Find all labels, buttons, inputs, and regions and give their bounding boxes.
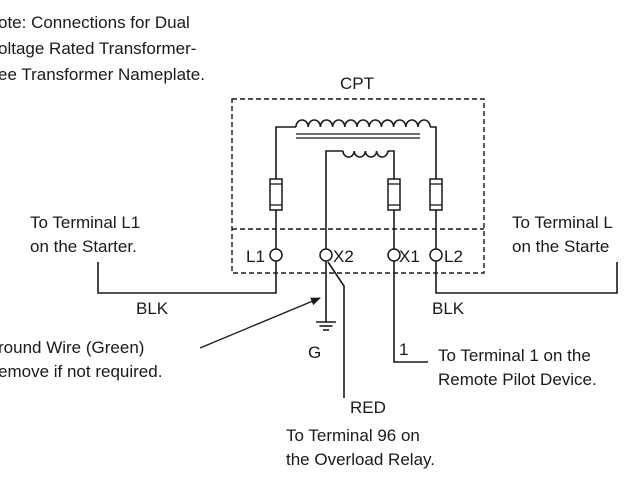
wire-x1-pilot — [393, 261, 428, 363]
right-callout-line-2: on the Starte — [512, 237, 609, 256]
note-line-1: ote: Connections for Dual — [0, 13, 190, 32]
right-wire-color: BLK — [432, 299, 465, 318]
overload-callout-line-1: To Terminal 96 on — [286, 426, 420, 445]
wire-l1-starter — [97, 261, 277, 294]
ground-callout-arrow — [199, 297, 321, 349]
primary-lead-l2 — [430, 126, 437, 179]
terminal-label-l2: L2 — [444, 247, 463, 266]
terminal-l1 — [269, 248, 283, 262]
secondary-lead-x2 — [325, 150, 343, 254]
ground-callout-line-1: round Wire (Green) — [0, 338, 144, 357]
nameplate-note: ote: Connections for Dual oltage Rated T… — [0, 13, 205, 84]
left-callout-line-2: on the Starter. — [30, 237, 137, 256]
ground-callout-line-2: emove if not required. — [0, 362, 162, 381]
terminal-label-x1: X1 — [399, 247, 420, 266]
x2-wire-color: RED — [350, 398, 386, 417]
pilot-callout-line-1: To Terminal 1 on the — [438, 346, 591, 365]
note-line-2: oltage Rated Transformer- — [0, 39, 196, 58]
ground-symbol-label: G — [308, 343, 321, 362]
primary-lead-l1 — [275, 126, 296, 179]
left-callout-line-1: To Terminal L1 — [30, 213, 140, 232]
x1-wire-number: 1 — [399, 340, 408, 359]
overload-callout-line-2: the Overload Relay. — [286, 450, 435, 469]
left-wire-color: BLK — [136, 299, 169, 318]
secondary-lead-x1 — [387, 150, 395, 179]
terminal-label-l1: L1 — [246, 247, 265, 266]
wire-l2-starter — [435, 261, 618, 294]
right-callout-line-1: To Terminal L — [512, 213, 613, 232]
pilot-callout-line-2: Remote Pilot Device. — [438, 370, 597, 389]
terminal-x2 — [319, 248, 333, 262]
terminal-label-x2: X2 — [333, 247, 354, 266]
note-line-3: ee Transformer Nameplate. — [0, 65, 205, 84]
secondary-winding — [342, 150, 389, 158]
terminal-l2 — [429, 248, 443, 262]
cpt-label: CPT — [340, 74, 374, 93]
transformer-enclosure — [231, 98, 485, 274]
primary-winding — [295, 119, 431, 128]
wire-x2-overload — [327, 261, 345, 398]
